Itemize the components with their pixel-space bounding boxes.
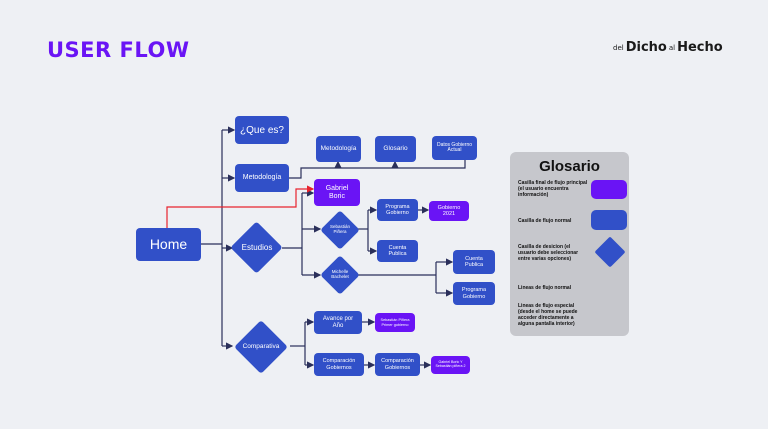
line-metodologia-out	[289, 160, 466, 179]
legend-swatch-decision	[594, 236, 626, 268]
node-michelle-bachelet-label: Michelle Bachelet	[331, 269, 349, 279]
node-datos-gobierno[interactable]: Datos Gobierno Actual	[432, 136, 477, 160]
node-que-es[interactable]: ¿Que es?	[235, 116, 289, 144]
legend-label-decision: Casilla de desicion (el usuario debe sel…	[518, 244, 579, 262]
node-comparativa-label: Comparativa	[242, 343, 280, 351]
node-gabriel-boric-vs[interactable]: Gabriel Boric Y Sebastián piñera 2	[431, 356, 470, 374]
node-avance-por-ano[interactable]: Avance por Año	[314, 311, 362, 334]
node-gabriel-boric[interactable]: Gabriel Boric	[314, 179, 360, 206]
brand-part-3: al	[668, 43, 676, 52]
node-estudios-label: Estudios	[241, 242, 273, 252]
legend-swatch-normal	[591, 210, 627, 230]
node-cuenta-publica-1[interactable]: Cuenta Publica	[377, 240, 418, 262]
node-comparacion-gobiernos-2[interactable]: Comparación Gobiernos	[375, 353, 420, 376]
node-metodologia[interactable]: Metodología	[235, 164, 289, 192]
node-sebastian-pinera[interactable]: Sebastián Piñera	[320, 210, 360, 250]
node-michelle-bachelet[interactable]: Michelle Bachelet	[320, 255, 360, 295]
node-home[interactable]: Home	[136, 228, 201, 261]
legend-title: Glosario	[539, 158, 600, 175]
node-gobierno-2021[interactable]: Gobierno 2021	[429, 201, 469, 221]
legend-label-special-line: Lineas de flujo especial (desde el home …	[518, 303, 578, 327]
brand-part-2: Dicho	[625, 40, 667, 55]
brand-part-1: del	[613, 43, 624, 52]
legend-label-normal-line: Lineas de flujo normal	[518, 285, 572, 291]
node-comparativa[interactable]: Comparativa	[232, 320, 290, 374]
legend-label-final: Casilla final de flujo principal (el usu…	[518, 180, 588, 198]
page-title: USER FLOW	[47, 38, 190, 62]
node-estudios[interactable]: Estudios	[230, 221, 283, 274]
node-programa-gobierno-2[interactable]: Programa Gobierno	[453, 282, 495, 305]
node-metodologia-2[interactable]: Metodología	[316, 136, 361, 162]
legend-panel: Glosario Casilla final de flujo principa…	[510, 152, 629, 336]
node-comparacion-gobiernos-1[interactable]: Comparación Gobiernos	[314, 353, 364, 376]
legend-label-normal: Casilla de flujo normal	[518, 218, 572, 224]
brand-part-4: Hecho	[677, 40, 723, 55]
node-glosario[interactable]: Glosario	[375, 136, 416, 162]
node-cuenta-publica-2[interactable]: Cuenta Publica	[453, 250, 495, 274]
node-sebastian-pinera-primer[interactable]: Sebastián Piñera Primer gobierno	[375, 313, 415, 332]
legend-swatch-final	[591, 180, 627, 199]
node-programa-gobierno-1[interactable]: Programa Gobierno	[377, 199, 418, 221]
node-sebastian-pinera-label: Sebastián Piñera	[329, 224, 350, 234]
line-special-home-boric	[166, 185, 315, 228]
